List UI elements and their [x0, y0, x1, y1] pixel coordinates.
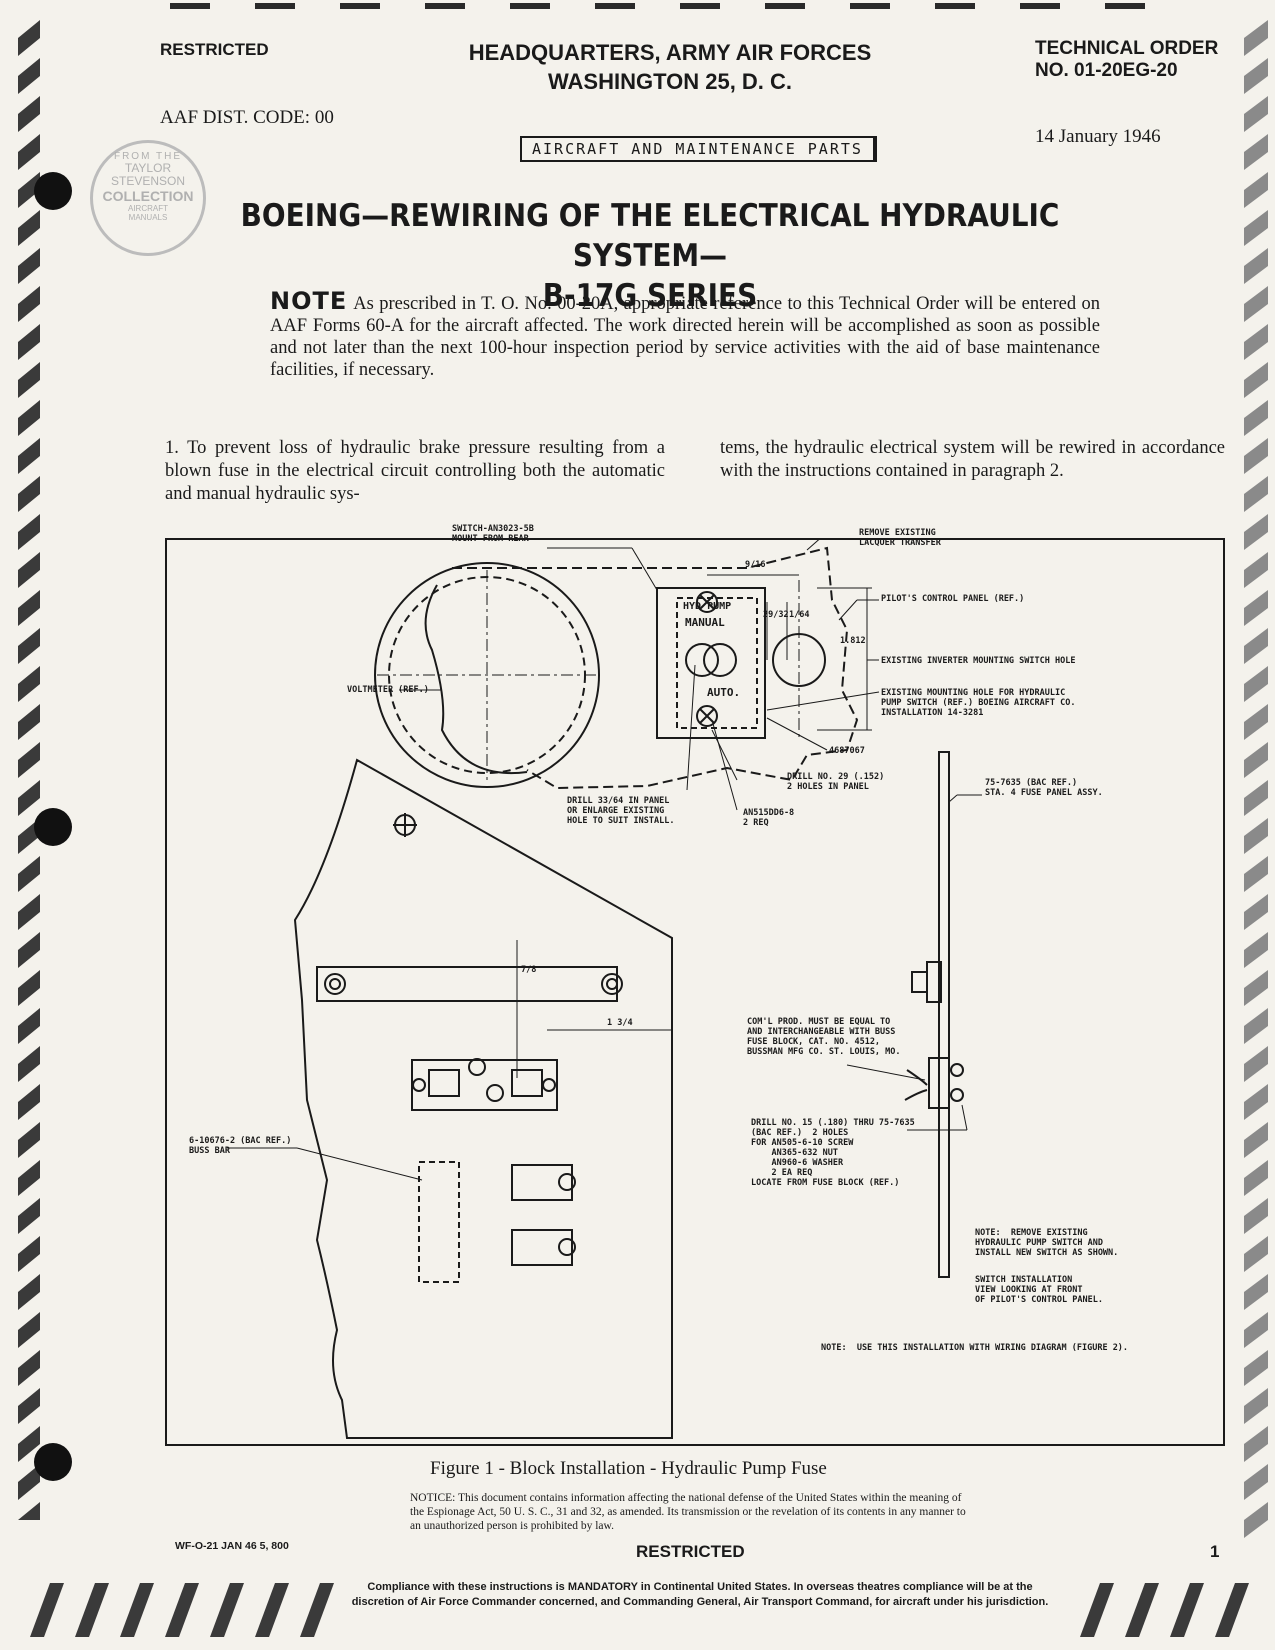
- hq-line-1: HEADQUARTERS, ARMY AIR FORCES: [468, 40, 872, 65]
- distribution-code: AAF DIST. CODE: 00: [160, 107, 334, 128]
- installation-drawing: [227, 540, 982, 1439]
- label-dim-1812: 1.812: [840, 636, 866, 646]
- stamp-line-2: TAYLOR: [124, 161, 172, 175]
- label-switch: SWITCH-AN3023-5B MOUNT FROM REAR: [452, 524, 534, 544]
- collection-stamp: FROM THE TAYLOR STEVENSON COLLECTION AIR…: [90, 140, 206, 256]
- stamp-line-5: AIRCRAFT: [128, 204, 168, 213]
- label-inverter-hole: EXISTING INVERTER MOUNTING SWITCH HOLE: [881, 656, 1076, 666]
- category-box: AIRCRAFT AND MAINTENANCE PARTS: [520, 136, 877, 162]
- label-manual: MANUAL: [685, 616, 725, 629]
- restricted-marking-top: RESTRICTED: [160, 40, 269, 59]
- restricted-marking-bottom: RESTRICTED: [636, 1542, 745, 1561]
- compliance-line-2: discretion of Air Force Commander concer…: [351, 1596, 1049, 1608]
- label-drill-33-64: DRILL 33/64 IN PANEL OR ENLARGE EXISTING…: [567, 796, 675, 826]
- stamp-line-6: MANUALS: [128, 213, 168, 222]
- label-dim-7-8: 7/8: [521, 965, 537, 975]
- right-border-stripes: [1244, 20, 1268, 1538]
- label-note-wiring: NOTE: USE THIS INSTALLATION WITH WIRING …: [821, 1343, 1129, 1353]
- binder-hole-middle: [34, 808, 72, 846]
- label-remove-lacquer: REMOVE EXISTING LACQUER TRANSFER: [859, 528, 941, 548]
- print-code: WF-O-21 JAN 46 5, 800: [175, 1540, 289, 1552]
- label-hyd-hole: EXISTING MOUNTING HOLE FOR HYDRAULIC PUM…: [881, 688, 1076, 718]
- figure-caption: Figure 1 - Block Installation - Hydrauli…: [430, 1458, 827, 1479]
- label-note-remove-switch: NOTE: REMOVE EXISTING HYDRAULIC PUMP SWI…: [975, 1228, 1119, 1258]
- top-border-stripes: [170, 3, 1145, 9]
- label-hyd-pump: HYD PUMP: [683, 601, 732, 612]
- label-auto: AUTO.: [707, 686, 741, 699]
- label-part-4687067: 4687067: [829, 746, 865, 756]
- label-fuse-panel: 75-7635 (BAC REF.) STA. 4 FUSE PANEL ASS…: [985, 778, 1103, 798]
- label-drill-29: DRILL NO. 29 (.152) 2 HOLES IN PANEL: [787, 772, 885, 792]
- bottom-right-stripes: [1080, 1583, 1249, 1637]
- title-line-1: BOEING—REWIRING OF THE ELECTRICAL HYDRAU…: [240, 198, 1060, 274]
- label-dim-1-3-4: 1 3/4: [607, 1018, 633, 1028]
- technical-order-number: TECHNICAL ORDER NO. 01-20EG-20: [1035, 38, 1218, 82]
- stamp-line-3: STEVENSON: [110, 174, 185, 188]
- title-line-2: B-17G SERIES: [542, 278, 758, 314]
- compliance-statement: Compliance with these instructions is MA…: [340, 1580, 1060, 1610]
- label-switch-view: SWITCH INSTALLATION VIEW LOOKING AT FRON…: [975, 1275, 1103, 1305]
- label-dim-9-16: 9/16: [745, 560, 766, 570]
- page-number: 1: [1210, 1542, 1220, 1561]
- issue-date: 14 January 1946: [1035, 126, 1161, 147]
- stamp-line-1: FROM THE: [113, 151, 183, 162]
- figure-1-drawing: SWITCH-AN3023-5B MOUNT FROM REAR REMOVE …: [165, 524, 1225, 1446]
- paragraph-1-right-column: tems, the hydraulic electrical system wi…: [720, 438, 1225, 481]
- document-title: BOEING—REWIRING OF THE ELECTRICAL HYDRAU…: [200, 196, 1100, 316]
- stamp-line-4: COLLECTION: [102, 188, 194, 204]
- to-line-1: TECHNICAL ORDER: [1035, 38, 1219, 59]
- hq-line-2: WASHINGTON 25, D. C.: [547, 69, 793, 94]
- left-border-stripes: [18, 20, 40, 1520]
- note-text: As prescribed in T. O. No. 00-20A, appro…: [270, 294, 1100, 380]
- label-an515: AN515DD6-8 2 REQ: [743, 808, 795, 828]
- label-pilots-panel: PILOT'S CONTROL PANEL (REF.): [881, 594, 1025, 604]
- paragraph-1-left-column: 1. To prevent loss of hydraulic brake pr…: [165, 438, 665, 504]
- label-buss-bar: 6-10676-2 (BAC REF.) BUSS BAR: [189, 1136, 292, 1156]
- label-comml-prod: COM'L PROD. MUST BE EQUAL TO AND INTERCH…: [747, 1017, 901, 1057]
- label-dim-1-64: 1/64: [789, 610, 810, 620]
- compliance-line-1: Compliance with these instructions is MA…: [367, 1581, 1033, 1593]
- espionage-notice: NOTICE: This document contains informati…: [410, 1492, 966, 1532]
- label-drill-15: DRILL NO. 15 (.180) THRU 75-7635 (BAC RE…: [751, 1118, 915, 1188]
- to-line-2: NO. 01-20EG-20: [1035, 60, 1178, 81]
- headquarters-heading: HEADQUARTERS, ARMY AIR FORCES WASHINGTON…: [440, 38, 900, 96]
- binder-hole-bottom: [34, 1443, 72, 1481]
- label-voltmeter: VOLTMETER (REF.): [347, 685, 429, 695]
- binder-hole-top: [34, 172, 72, 210]
- note-label: NOTE: [270, 287, 348, 315]
- label-dim-29-32: 29/32: [763, 610, 789, 620]
- bottom-left-stripes: [30, 1583, 334, 1637]
